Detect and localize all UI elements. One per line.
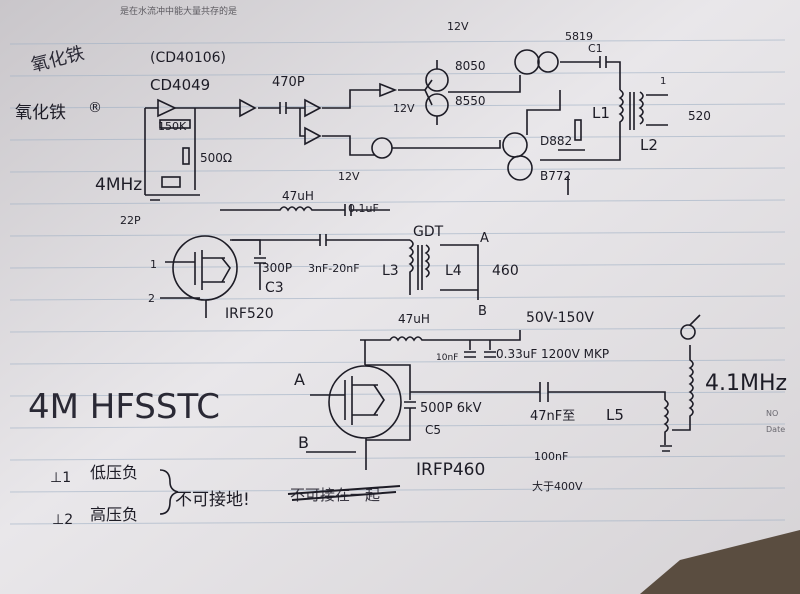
drv-vcc1: 12V — [447, 20, 469, 33]
mid-series-cap: 3nF-20nF — [308, 262, 360, 275]
legend-note: 不可接地! — [175, 490, 250, 510]
osc-coupling: 470P — [272, 75, 305, 90]
ruled-lines — [9, 39, 786, 525]
pwr-c-big: 0.33uF 1200V MKP — [496, 347, 609, 361]
pwr-b: B — [298, 433, 309, 452]
drv-xfmr: L1 — [592, 104, 610, 122]
mid-gate: 1 — [150, 258, 157, 271]
pwr-a: A — [294, 370, 305, 389]
margin-date: Date — [766, 425, 785, 434]
mid-a: A — [480, 231, 489, 246]
mid-cap3: 300P — [262, 261, 292, 275]
mid-vcc: 12V — [338, 170, 360, 183]
drv-q2: 8550 — [455, 94, 486, 108]
page-shadow — [640, 530, 800, 594]
mid-l4: L4 — [445, 263, 462, 279]
legend-g1-sym: ⊥1 — [50, 470, 71, 486]
pwr-series-cap: 47nF至 — [530, 409, 575, 424]
pwr-cap5: 500P 6kV — [420, 401, 482, 416]
legend-g2-sym: ⊥2 — [52, 512, 73, 528]
mid-l3: L3 — [382, 263, 399, 279]
schematic-wires — [144, 49, 701, 470]
drv-vcc2: 12V — [393, 102, 415, 115]
pwr-series-cap2: 100nF — [534, 450, 568, 463]
mid-inductor: 47uH — [282, 189, 314, 203]
drv-cap: C1 — [588, 42, 603, 55]
osc-r2: 500Ω — [200, 151, 232, 165]
labels: 是在水流冲中能大量共存的是 氧化铁 氧化铁 ® (CD40106) CD4049… — [15, 5, 787, 528]
drv-out-mark: 1 — [660, 76, 666, 87]
osc-cap: 22P — [120, 214, 141, 227]
legend-brace — [159, 469, 179, 515]
drv-q3: D882 — [540, 134, 572, 148]
mid-l4-val: 460 — [492, 263, 519, 279]
cn-name: 氧化铁 — [15, 103, 66, 123]
pwr-freq: 4.1MHz — [705, 371, 787, 396]
pwr-series-cap3: 大于400V — [532, 479, 583, 493]
mid-cap3-label: C3 — [265, 280, 284, 296]
drv-q4: B772 — [540, 169, 571, 183]
mid-gdt: GDT — [413, 224, 444, 240]
legend-struck: 不可接在一起 — [290, 486, 380, 504]
osc-ic-pkg: (CD40106) — [150, 50, 226, 66]
osc-ic: CD4049 — [150, 76, 210, 94]
legend-g1-text: 低压负 — [90, 463, 138, 482]
drv-part: 5819 — [565, 30, 593, 43]
drv-out: 520 — [688, 109, 711, 123]
main-title: 4M HFSSTC — [28, 387, 220, 427]
pwr-cap5-label: C5 — [425, 423, 441, 437]
drv-xfmr2: L2 — [640, 136, 658, 154]
pwr-supply: 50V-150V — [526, 310, 594, 326]
pwr-inductor: 47uH — [398, 312, 430, 326]
margin-no: NO — [766, 409, 778, 418]
legend-g2-text: 高压负 — [90, 505, 138, 524]
drv-q1: 8050 — [455, 59, 486, 73]
osc-r1: 150K — [158, 120, 187, 133]
mid-source: 2 — [148, 292, 155, 305]
strike-marks — [287, 485, 401, 501]
pwr-mosfet: IRFP460 — [416, 460, 485, 480]
mid-bypass: 0.1uF — [348, 202, 379, 215]
pwr-l5: L5 — [606, 406, 624, 424]
osc-crystal: 4MHz — [95, 175, 142, 195]
pwr-c-small: 10nF — [436, 353, 458, 363]
mid-mosfet: IRF520 — [225, 306, 274, 322]
top-print: 是在水流冲中能大量共存的是 — [120, 5, 237, 17]
registered-mark: ® — [88, 100, 102, 116]
mid-b: B — [478, 304, 487, 319]
